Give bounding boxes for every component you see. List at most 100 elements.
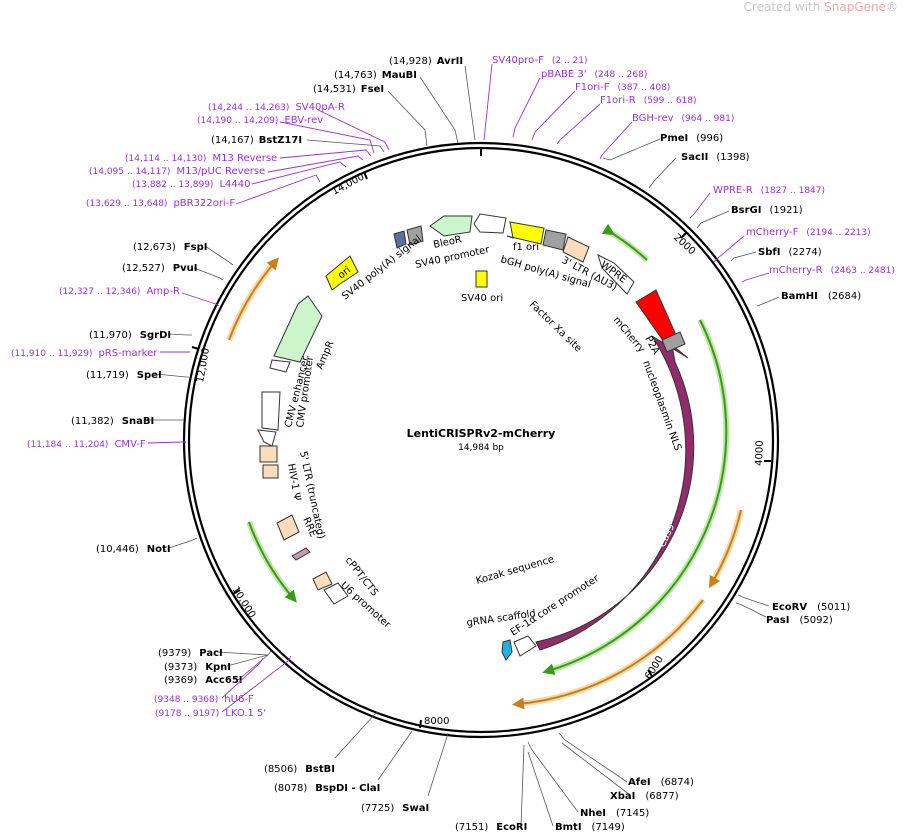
feature-small-marker — [291, 547, 311, 561]
feature-cmv-enhancer — [261, 391, 281, 431]
primer-pbabe3-name: pBABE 3' — [541, 69, 587, 80]
feature-p2a — [661, 331, 686, 353]
green-arc-cas9 — [542, 319, 728, 676]
feature-hiv-psi — [262, 464, 279, 479]
orange-arc-3 — [228, 257, 279, 341]
feature-label-ef1a: EF-1α core promoter — [509, 573, 602, 639]
primer-bgh-rev-range: (964 .. 981) — [682, 114, 735, 124]
watermark-mark: ® — [886, 0, 898, 14]
primer-m13-reverse-name: M13 Reverse — [212, 153, 277, 164]
site-bstbi-pos: (8506) — [264, 764, 297, 775]
primer-hu6-f-name: hU6-F — [224, 694, 254, 705]
primer-pbabe3: pBABE 3'(248 .. 268) — [541, 69, 647, 80]
site-spei: (11,719)SpeI — [86, 370, 162, 381]
snapgene-watermark: Created with SnapGene® — [744, 0, 898, 14]
primer-prs-marker-range: (11,910 .. 11,929) — [11, 349, 92, 359]
site-ecori: (7151)EcoRI — [455, 822, 527, 833]
site-bsrgi: BsrGI(1921) — [731, 205, 803, 216]
primer-prs-marker-name: pRS-marker — [98, 348, 158, 359]
orange-arc-1 — [708, 509, 742, 589]
feature-wpre — [597, 254, 635, 295]
site-snabi-pos: (11,382) — [71, 416, 114, 427]
site-acc65i-name: Acc65I — [205, 675, 242, 686]
feature-u6-promoter — [323, 582, 349, 605]
site-swai: (7725) SwaI — [361, 803, 429, 814]
primer-sv40pro-f-name: SV40pro-F — [492, 55, 544, 66]
primer-amp-r: (12,327 .. 12,346)Amp-R — [59, 286, 180, 297]
feature-label-f1-ori: f1 ori — [513, 242, 539, 253]
site-acc65i: (9369)Acc65I — [164, 675, 243, 686]
site-fspi-pos: (12,673) — [133, 242, 176, 253]
primer-prs-marker: (11,910 .. 11,929) pRS-marker — [11, 348, 158, 359]
primer-m13puc-reverse: (14,095 .. 14,117)M13/pUC Reverse — [89, 166, 265, 177]
primer-m13-reverse-range: (14,114 .. 14,130) — [125, 154, 206, 164]
site-sbfi-pos: (2274) — [788, 247, 821, 258]
site-sgrdi-name: SgrDI — [140, 330, 171, 341]
site-pasi-name: PasI — [766, 615, 789, 626]
site-sacii-name: SacII — [681, 152, 708, 163]
feature-grna-scaffold — [501, 639, 513, 661]
site-swai-name: SwaI — [402, 803, 429, 814]
site-pvui-pos: (12,527) — [122, 263, 165, 274]
feature-rre — [276, 514, 300, 541]
feature-cas9 — [535, 335, 695, 651]
site-sgrdi: (11,970)SgrDI — [89, 330, 171, 341]
primer-bgh-rev-name: BGH-rev — [632, 113, 674, 124]
primer-pbr322ori-f-name: pBR322ori-F — [173, 198, 235, 209]
site-snabi-name: SnaBI — [122, 416, 154, 427]
primer-f1ori-r: F1ori-R(599 .. 618) — [600, 95, 697, 106]
site-xbai-name: XbaI — [610, 791, 635, 802]
primer-wpre-r-range: (1827 .. 1847) — [761, 186, 825, 196]
site-bsrgi-pos: (1921) — [769, 205, 802, 216]
primer-lko1-range: (9178 .. 9197) — [155, 709, 219, 719]
primer-wpre-r: WPRE-R(1827 .. 1847) — [713, 185, 825, 196]
watermark-brand: SnapGene — [824, 0, 886, 14]
orange-arc-1-halo — [709, 509, 744, 585]
site-fsei: (14,531)FseI — [313, 84, 384, 95]
primer-cmv-f-range: (11,184 .. 11,204) — [27, 440, 108, 450]
site-maubi-name: MauBI — [382, 70, 417, 81]
site-pmei: PmeI(996) — [660, 133, 723, 144]
site-bspdi-name: BspDI - ClaI — [315, 783, 380, 794]
primer-bgh-rev: BGH-rev (964 .. 981) — [632, 113, 734, 124]
primer-lko1: (9178 .. 9197)LKO.1 5' — [155, 708, 266, 719]
primer-ebv-rev: (14,190 .. 14,209)EBV-rev — [197, 115, 323, 126]
site-bamhi: BamHI(2684) — [781, 291, 861, 302]
primer-l4440-range: (13,882 .. 13,899) — [132, 180, 213, 190]
primer-mcherry-f-name: mCherry-F — [746, 227, 799, 238]
site-fspi: (12,673) FspI — [133, 242, 207, 253]
site-avrii-name: AvrII — [437, 56, 463, 67]
site-kpni-pos: (9373) — [164, 662, 197, 673]
site-bamhi-name: BamHI — [781, 291, 818, 302]
site-sbfi: SbfI(2274) — [758, 247, 822, 258]
site-xbai: XbaI(6877) — [610, 791, 679, 802]
feature-ampr — [273, 295, 323, 363]
site-ecorv-pos: (5011) — [817, 602, 850, 613]
site-pasi: PasI(5092) — [766, 615, 833, 626]
site-nhei-name: NheI — [580, 808, 606, 819]
primer-f1ori-r-name: F1ori-R — [600, 95, 636, 106]
feature-label-kozak: Kozak sequence — [475, 554, 556, 587]
feature-label-bleor: BleoR — [432, 234, 463, 251]
site-snabi: (11,382) SnaBI — [71, 416, 154, 427]
primer-m13-reverse: (14,114 .. 14,130) M13 Reverse — [125, 153, 277, 164]
site-avrii: (14,928)AvrII — [389, 56, 463, 67]
site-maubi-pos: (14,763) — [334, 70, 377, 81]
site-sacii-pos: (1398) — [716, 152, 749, 163]
site-fspi-name: FspI — [184, 242, 208, 253]
site-bspdi-pos: (8078) — [274, 783, 307, 794]
primer-mcherry-f: mCherry-F(2194 .. 2213) — [746, 227, 871, 238]
primer-ebv-rev-range: (14,190 .. 14,209) — [197, 116, 278, 126]
primer-hu6-f-range: (9348 .. 9368) — [154, 695, 218, 705]
primer-hu6-f: (9348 .. 9368) hU6-F — [154, 694, 254, 705]
site-swai-pos: (7725) — [361, 803, 394, 814]
site-fsei-pos: (14,531) — [313, 84, 356, 95]
site-bstbi-name: BstBI — [305, 764, 335, 775]
site-spei-name: SpeI — [137, 370, 162, 381]
site-kpni: (9373)KpnI — [164, 662, 231, 673]
feature-ampr-promoter — [269, 359, 291, 373]
site-pvui-name: PvuI — [173, 263, 198, 274]
feature-mcherry — [635, 289, 677, 343]
site-maubi: (14,763) MauBI — [334, 70, 417, 81]
